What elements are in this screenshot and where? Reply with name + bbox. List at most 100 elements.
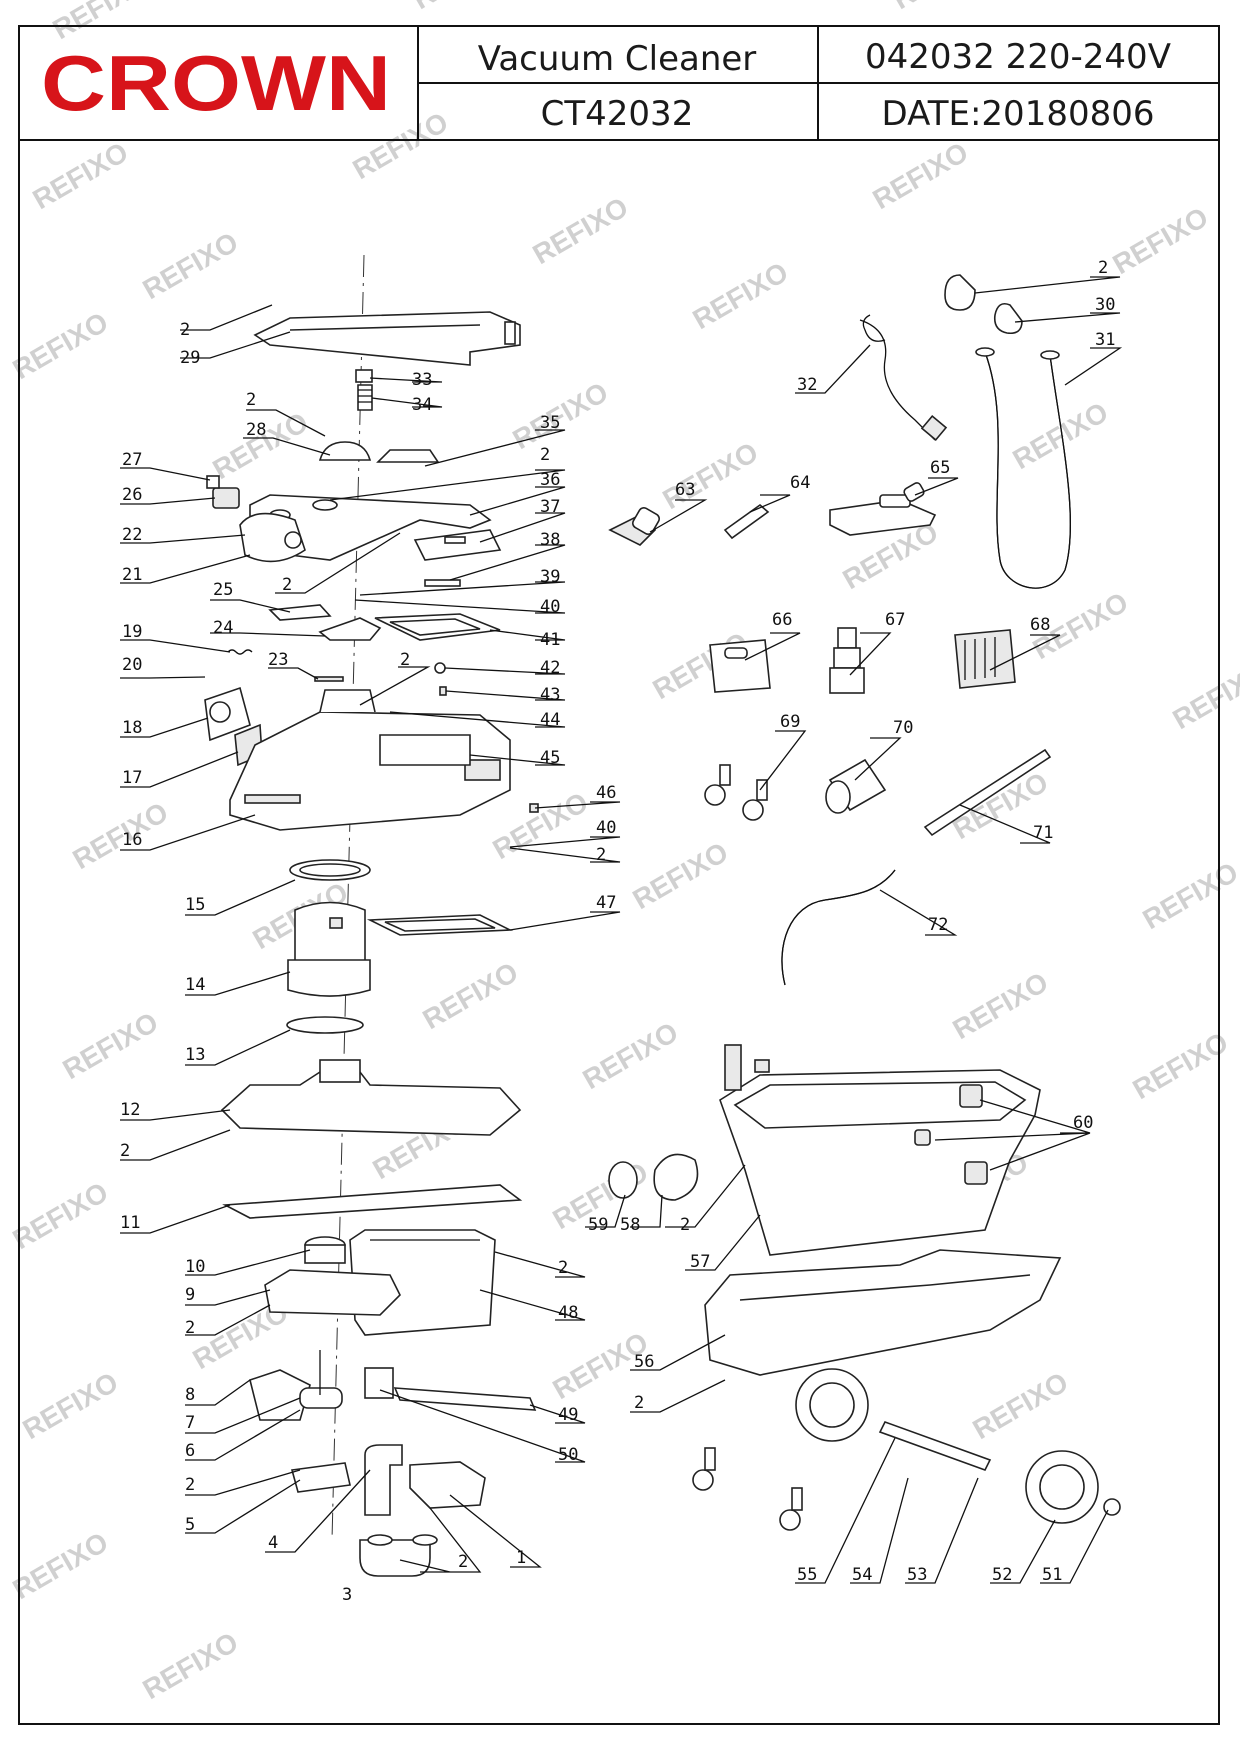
- part-19-spring: [227, 649, 253, 655]
- drawing-frame: [18, 139, 1220, 1725]
- watermark-text: REFIXO: [1008, 396, 1114, 475]
- callout-15: 15: [185, 895, 205, 915]
- callout-57: 57: [690, 1252, 710, 1272]
- callout-32: 32: [797, 375, 817, 395]
- callout-29: 29: [180, 348, 200, 368]
- callout-2: 2: [282, 575, 292, 595]
- part-56-trolley-base: [704, 1249, 1062, 1376]
- callout-53: 53: [907, 1565, 927, 1585]
- title-block: CROWN Vacuum Cleaner CT42032 042032 220-…: [18, 25, 1220, 141]
- part-70-coupler: [825, 758, 887, 814]
- callout-2: 2: [458, 1552, 468, 1572]
- watermark-text: REFIXO: [58, 1006, 164, 1085]
- callout-56: 56: [634, 1352, 654, 1372]
- callout-5: 5: [185, 1515, 195, 1535]
- callout-4: 4: [268, 1533, 278, 1553]
- callout-40: 40: [540, 597, 560, 617]
- callout-10: 10: [185, 1257, 205, 1277]
- watermark-text: REFIXO: [138, 1626, 244, 1705]
- watermark-text: REFIXO: [138, 226, 244, 305]
- callout-2: 2: [246, 390, 256, 410]
- callout-39: 39: [540, 567, 560, 587]
- callout-19: 19: [122, 622, 142, 642]
- part-14-motor: [287, 901, 371, 997]
- callout-43: 43: [540, 685, 560, 705]
- callout-14: 14: [185, 975, 205, 995]
- watermark-text: REFIXO: [868, 136, 974, 215]
- callout-17: 17: [122, 768, 142, 788]
- callout-51: 51: [1042, 1565, 1062, 1585]
- callout-45: 45: [540, 748, 560, 768]
- part-41-gasket-frame: [374, 613, 501, 641]
- callout-2: 2: [558, 1258, 568, 1278]
- callout-44: 44: [540, 710, 560, 730]
- part-6-7-8-filter: [249, 1350, 343, 1421]
- watermark-text: REFIXO: [408, 0, 514, 15]
- callout-38: 38: [540, 530, 560, 550]
- callout-2: 2: [400, 650, 410, 670]
- part-1-inlet: [409, 1461, 486, 1509]
- callout-1: 1: [516, 1548, 526, 1568]
- watermark-text: REFIXO: [528, 191, 634, 270]
- callout-2: 2: [180, 320, 190, 340]
- callout-34: 34: [412, 395, 432, 415]
- part-35-cap: [376, 449, 440, 463]
- watermark-text: REFIXO: [8, 306, 114, 385]
- part-21-22-switch-housing: [239, 512, 306, 563]
- watermark-text: REFIXO: [28, 136, 134, 215]
- part-18-cord-reel: [204, 686, 251, 742]
- part-37-filter-plate: [413, 529, 502, 561]
- callout-24: 24: [213, 618, 233, 638]
- callout-2: 2: [185, 1475, 195, 1495]
- part-65-floor-nozzle: [829, 482, 937, 536]
- callout-26: 26: [122, 485, 142, 505]
- model-number: CT42032: [541, 94, 694, 134]
- watermark-text: REFIXO: [578, 1016, 684, 1095]
- callout-23: 23: [268, 650, 288, 670]
- callout-69: 69: [780, 712, 800, 732]
- callout-72: 72: [928, 915, 948, 935]
- part-32-power-cord: [859, 314, 948, 442]
- callout-9: 9: [185, 1285, 195, 1305]
- callout-13: 13: [185, 1045, 205, 1065]
- callout-47: 47: [596, 893, 616, 913]
- callout-2: 2: [596, 845, 606, 865]
- callout-2: 2: [1098, 258, 1108, 278]
- part-15-ring: [289, 859, 371, 881]
- callout-42: 42: [540, 658, 560, 678]
- part-23-pin: [314, 676, 344, 682]
- part-33-34-spring: [355, 369, 373, 411]
- part-64-flat-nozzle: [723, 503, 770, 540]
- callout-6: 6: [185, 1441, 195, 1461]
- part-58-59-inlet-port: [608, 1153, 699, 1201]
- callout-65: 65: [930, 458, 950, 478]
- watermark-text: REFIXO: [658, 436, 764, 515]
- callout-41: 41: [540, 630, 560, 650]
- part-5-valve: [290, 1462, 351, 1493]
- watermark-text: REFIXO: [18, 1366, 124, 1445]
- callout-11: 11: [120, 1213, 140, 1233]
- part-24-bracket: [318, 617, 382, 641]
- callout-labels: 2 29 33 34 2 28 35 2 27 26 36 22 37 38 2…: [120, 258, 1115, 1605]
- watermark-text: REFIXO: [488, 786, 594, 865]
- callout-50: 50: [558, 1445, 578, 1465]
- brand-logo: CROWN: [41, 39, 391, 127]
- part-57-tank: [719, 1044, 1041, 1256]
- callout-68: 68: [1030, 615, 1050, 635]
- watermark-text: REFIXO: [8, 1176, 114, 1255]
- callout-55: 55: [797, 1565, 817, 1585]
- assembly-axis: [331, 254, 365, 1541]
- part-9-valve-block: [264, 1269, 401, 1316]
- part-72-flex-hose: [781, 869, 896, 986]
- callout-58: 58: [620, 1215, 640, 1235]
- watermark-text: REFIXO: [948, 966, 1054, 1045]
- callout-28: 28: [246, 420, 266, 440]
- callout-71: 71: [1033, 823, 1053, 843]
- callout-46: 46: [596, 783, 616, 803]
- watermark-text: REFIXO: [8, 1526, 114, 1605]
- part-47-gasket: [366, 914, 514, 936]
- watermark-text: REFIXO: [888, 0, 994, 15]
- callout-31: 31: [1095, 330, 1115, 350]
- part-25-plate: [268, 604, 332, 621]
- callout-52: 52: [992, 1565, 1012, 1585]
